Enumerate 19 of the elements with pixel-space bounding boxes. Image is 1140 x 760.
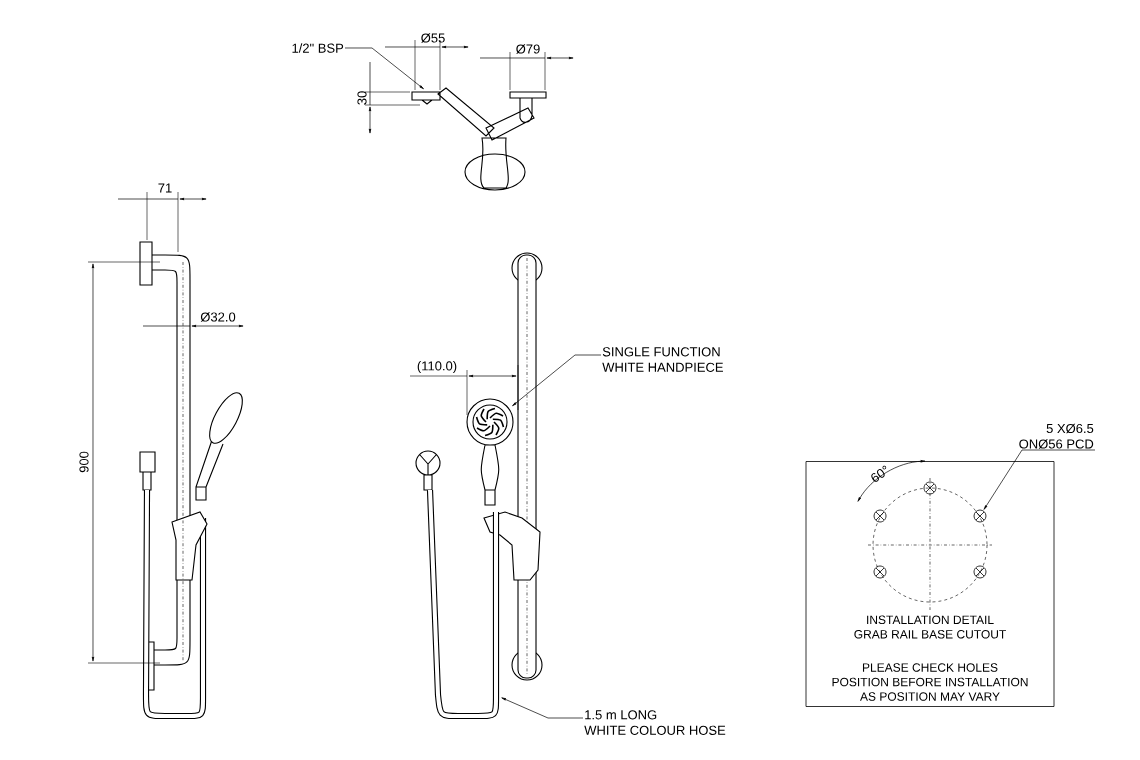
dimension-label: 30 xyxy=(357,91,367,105)
hose-drawing xyxy=(426,489,500,720)
callout-text: SINGLE FUNCTION WHITE HANDPIECE xyxy=(602,347,723,372)
handpiece-drawing xyxy=(466,398,514,506)
dimension-label: (110.0) xyxy=(417,360,457,374)
shower-arm-drawing xyxy=(411,87,547,191)
leader-line xyxy=(512,354,602,407)
leader-line xyxy=(344,47,424,90)
dimension-label: Ø32.0 xyxy=(200,312,236,322)
dimension-label: 71 xyxy=(158,183,172,193)
leader-line xyxy=(501,697,584,719)
dimension-label: 60° xyxy=(871,465,887,482)
callout-text: 1/2" BSP xyxy=(292,43,344,53)
dimension-label: Ø79 xyxy=(516,44,540,54)
callout-text: 1.5 m LONG WHITE COLOUR HOSE xyxy=(584,710,726,735)
leader-line xyxy=(983,449,1096,510)
dimension-label: 900 xyxy=(79,451,89,473)
dimension-label: Ø55 xyxy=(421,33,445,43)
callout-text: 5 XØ6.5 ONØ56 PCD xyxy=(1019,423,1094,449)
